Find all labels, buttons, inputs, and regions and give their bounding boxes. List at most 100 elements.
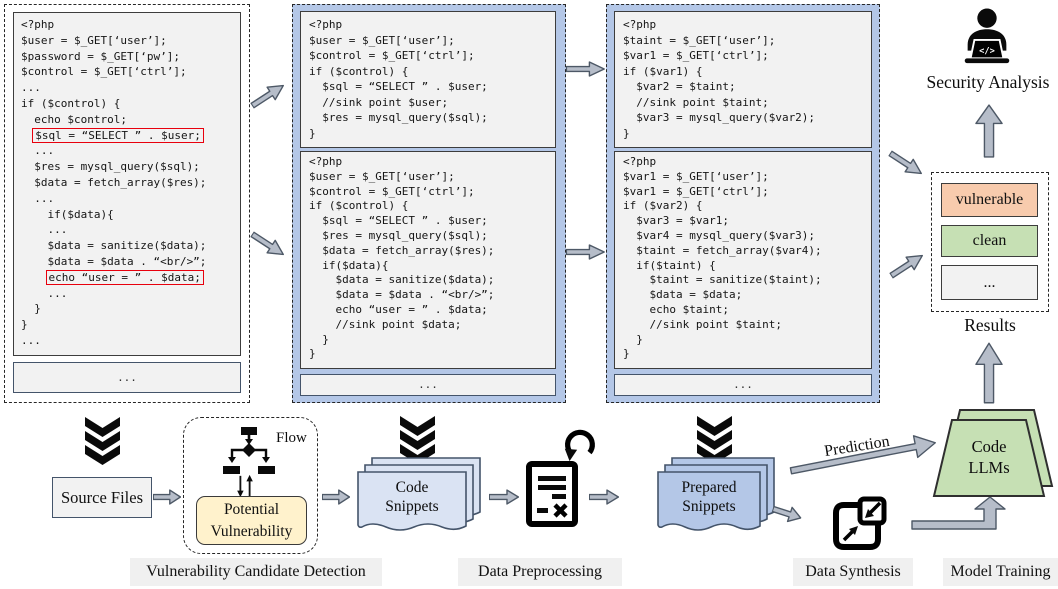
code-line: } — [21, 318, 28, 332]
prepared-bottom-code-box: <?php$var1 = $_GET[‘user’];$var1 = $_GET… — [614, 151, 872, 369]
result-vulnerable: vulnerable — [941, 183, 1038, 217]
code-line: ... — [21, 333, 41, 347]
code-line: ... — [21, 191, 55, 205]
code-line: $control = $_GET[‘ctrl’]; — [309, 49, 475, 62]
code-line: $user = $_GET[‘user’]; — [21, 33, 167, 47]
arrow-llm-to-results — [974, 342, 1004, 404]
code-line: $data = fetch_array($res); — [309, 243, 495, 257]
code-llms-label: Code LLMs — [949, 436, 1029, 478]
code-line: $data = sanitize($data); — [309, 273, 495, 287]
stage-label-vulnerability-candidate-detection: Vulnerability Candidate Detection — [130, 558, 382, 586]
code-line: <?php — [623, 155, 657, 168]
code-line: //sink point $user; — [309, 95, 449, 109]
code-line: if($data){ — [21, 207, 114, 221]
arrow-detection-to-snippets — [322, 489, 350, 505]
code-line: $taint = sanitize($taint); — [623, 273, 822, 287]
code-line: $control = $_GET[‘ctrl’]; — [21, 65, 187, 79]
code-line: $res = mysql_query($sql); — [309, 228, 488, 242]
code-line: ... — [21, 81, 41, 95]
arrow-preprocessing-to-prepared — [589, 489, 619, 505]
prepared-top-code-box: <?php$taint = $_GET[‘user’];$var1 = $_GE… — [614, 11, 872, 148]
snippet-bottom-code-box: <?php$user = $_GET[‘user’];$control = $_… — [300, 151, 556, 369]
result-clean: clean — [941, 225, 1038, 257]
code-line: $var3 = mysql_query($var2); — [623, 111, 816, 124]
code-line: if ($var2) { — [623, 199, 703, 213]
stacked-pages-icon — [357, 457, 481, 531]
source-code-box: <?php $user = $_GET[‘user’]; $password = $… — [13, 12, 241, 356]
result-other: ... — [941, 265, 1038, 300]
source-files-box: Source Files — [52, 477, 152, 518]
stage-label-data-synthesis: Data Synthesis — [793, 558, 913, 586]
prepared-line1: Prepared — [681, 479, 737, 496]
arrow-prediction — [788, 430, 940, 484]
arrow-results-to-analysis — [974, 104, 1004, 158]
code-line: ... — [21, 223, 68, 237]
code-line: //sink point $taint; — [623, 95, 769, 109]
more-ellipsis-box: ... — [13, 362, 241, 393]
more-ellipsis-box: ... — [300, 374, 556, 396]
arrow-right-to-results-bottom — [886, 248, 927, 283]
code-line: $taint = $_GET[‘user’]; — [623, 33, 776, 47]
arrow-left-to-middle-bottom — [247, 227, 288, 262]
code-line: $res = mysql_query($sql); — [21, 160, 200, 174]
code-line: <?php — [309, 155, 343, 168]
llm-line2: LLMs — [968, 458, 1010, 477]
code-line: echo “user = ” . $data; — [21, 269, 240, 286]
prepared-line2: Snippets — [682, 498, 736, 515]
code-line: $var1 = $_GET[‘ctrl’]; — [623, 49, 769, 62]
code-line: } — [21, 302, 41, 316]
llm-line1: Code — [971, 437, 1007, 456]
code-line: $data = sanitize($data); — [21, 239, 207, 253]
code-line: $password = $_GET[‘pw’]; — [21, 49, 180, 63]
prepared-snippet-panel: <?php $taint = $_GET[‘user’]; $var1 = $_GE… — [606, 4, 880, 403]
arrow-source-to-detection — [153, 489, 181, 505]
stacked-pages-icon — [657, 457, 775, 531]
code-snippets-line1: Code — [395, 479, 429, 496]
code-line: if ($control) { — [309, 64, 409, 78]
code-line: } — [309, 332, 329, 346]
svg-text:</>: </> — [979, 46, 995, 56]
code-llms: Code LLMs — [928, 408, 1054, 504]
stage-label-model-training: Model Training — [943, 558, 1058, 586]
code-line: if($data){ — [309, 258, 389, 272]
code-snippet-panel: <?php$user = $_GET[‘user’];$control = $_… — [292, 4, 566, 403]
code-line: //sink point $data; — [309, 317, 462, 331]
arrow-snippets-to-preprocessing — [489, 489, 519, 505]
chevron-down-icon — [85, 417, 120, 465]
code-line: } — [623, 126, 630, 140]
code-snippets-line2: Snippets — [385, 498, 439, 515]
code-line: } — [309, 347, 316, 361]
code-line: $var1 = $_GET[‘ctrl’]; — [623, 184, 769, 198]
code-line: echo $taint; — [623, 302, 729, 316]
arrow-middle-to-right-top — [566, 61, 605, 77]
code-line: $var2 = $taint; — [623, 80, 736, 93]
potential-line2: Vulnerability — [210, 522, 293, 540]
refresh-icon — [564, 429, 595, 462]
code-line: } — [623, 332, 643, 346]
code-line: if ($control) { — [21, 96, 121, 110]
prepared-snippets-stack: Prepared Snippets — [655, 456, 777, 536]
security-analyst-icon: </> — [964, 8, 1010, 64]
code-line: $data = fetch_array($res); — [21, 175, 207, 189]
code-line: $data = $data . “<br/>”; — [309, 288, 495, 302]
document-check-icon — [526, 461, 578, 527]
code-line: <?php — [21, 18, 55, 31]
code-line: if ($var1) { — [623, 64, 703, 78]
arrow-left-to-middle-top — [247, 78, 288, 113]
results-caption: Results — [964, 315, 1016, 335]
results-box: vulnerable clean ... — [931, 172, 1049, 312]
code-line: echo $control; — [21, 112, 127, 126]
code-line: <?php — [309, 18, 343, 31]
code-line: ... — [21, 286, 68, 300]
llm-trapezoid-icon — [932, 409, 1054, 497]
snippet-top-code-box: <?php$user = $_GET[‘user’];$control = $_… — [300, 11, 556, 148]
code-line: if($taint) { — [623, 258, 716, 272]
more-ellipsis-box: ... — [614, 374, 872, 396]
potential-vulnerability-box: Potential Vulnerability — [196, 496, 307, 545]
code-line: $var1 = $_GET[‘user’]; — [623, 169, 769, 183]
code-line: ... — [21, 144, 55, 158]
code-line: $sql = “SELECT ” . $user; — [309, 214, 488, 228]
source-file-panel: <?php $user = $_GET[‘user’]; $password = $… — [4, 4, 250, 403]
code-line: $sql = “SELECT ” . $user; — [21, 127, 240, 144]
